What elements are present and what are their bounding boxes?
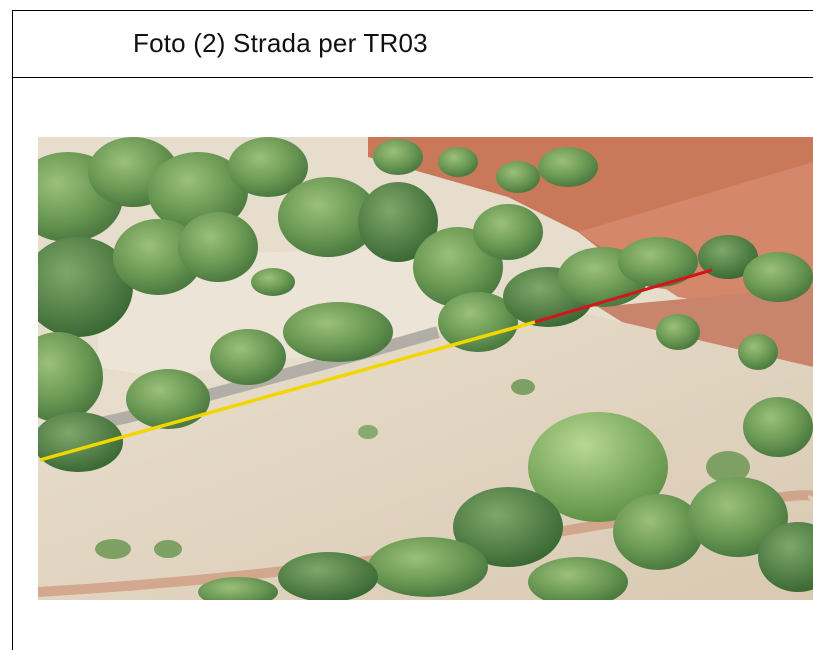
document-table-frame: [12, 10, 813, 650]
planned-road-line: [534, 268, 713, 324]
title-row: Foto (2) Strada per TR03: [12, 10, 813, 78]
shrubs: [95, 314, 813, 559]
page-title: Foto (2) Strada per TR03: [133, 28, 428, 58]
pine-cluster-bottom: [198, 412, 813, 600]
existing-road-line: [39, 320, 536, 462]
olive-trees-center: [278, 139, 813, 352]
olive-trees-left: [38, 137, 393, 472]
aerial-photo: [38, 137, 813, 600]
